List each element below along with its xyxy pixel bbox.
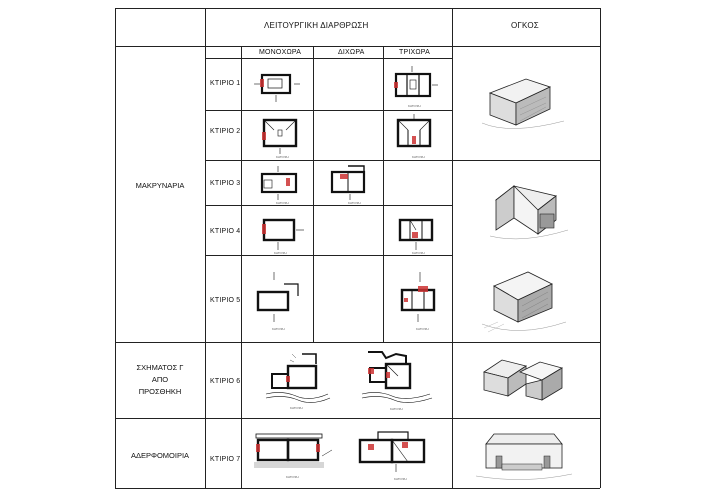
building-label-3: ΚΤΙΡΙΟ 3 bbox=[210, 180, 241, 187]
svg-text:ΚΑΤΟΨΗ: ΚΑΤΟΨΗ bbox=[412, 251, 425, 255]
floor-plan-building-6-mono: ΚΑΤΟΨΗ bbox=[265, 353, 331, 410]
svg-text:ΚΑΤΟΨΗ: ΚΑΤΟΨΗ bbox=[276, 201, 289, 205]
floor-plan-building-2-mono: ΚΑΤΟΨΗ bbox=[262, 118, 298, 159]
building-label-2: ΚΤΙΡΙΟ 2 bbox=[210, 128, 241, 135]
volume-sketch-twin-house bbox=[475, 433, 573, 480]
floor-plan-building-3-mono: ΚΑΤΟΨΗ bbox=[260, 166, 298, 205]
svg-text:ΚΑΤΟΨΗ: ΚΑΤΟΨΗ bbox=[290, 406, 303, 410]
svg-text:ΚΑΤΟΨΗ: ΚΑΤΟΨΗ bbox=[272, 327, 285, 331]
svg-text:ΚΑΤΟΨΗ: ΚΑΤΟΨΗ bbox=[416, 327, 429, 331]
category-gamma-line3: ΠΡΟΣΘΗΚΗ bbox=[138, 387, 182, 396]
volume-header: ΟΓΚΟΣ bbox=[511, 21, 539, 30]
category-makrynaria: ΜΑΚΡΥΝΑΡΙΑ bbox=[135, 181, 185, 190]
floor-plan-building-2-tri: ΚΑΤΟΨΗ bbox=[396, 114, 432, 159]
building-label-4: ΚΤΙΡΙΟ 4 bbox=[210, 228, 241, 235]
svg-text:ΚΑΤΟΨΗ: ΚΑΤΟΨΗ bbox=[348, 201, 361, 205]
category-gamma: ΣΧΗΜΑΤΟΣ Γ ΑΠΟ ΠΡΟΣΘΗΚΗ bbox=[115, 362, 205, 398]
volume-sketch-l-shaped bbox=[483, 359, 564, 401]
svg-text:ΚΑΤΟΨΗ: ΚΑΤΟΨΗ bbox=[412, 155, 425, 159]
volume-sketch-longhouse bbox=[481, 78, 565, 129]
column-header-mono: ΜΟΝΟΧΩΡΑ bbox=[259, 49, 302, 56]
category-gamma-line1: ΣΧΗΜΑΤΟΣ Γ bbox=[136, 363, 184, 372]
svg-text:ΚΑΤΟΨΗ: ΚΑΤΟΨΗ bbox=[286, 475, 299, 479]
floor-plan-building-5-mono: ΚΑΤΟΨΗ bbox=[256, 272, 299, 331]
floor-plan-building-7-mono: ΚΑΤΟΨΗ bbox=[254, 433, 333, 479]
floor-plan-building-3-di: ΚΑΤΟΨΗ bbox=[330, 165, 366, 205]
floor-plan-building-1-tri: ΚΑΤΟΨΗ bbox=[394, 66, 438, 108]
column-header-tri: ΤΡΙΧΩΡΑ bbox=[399, 49, 431, 56]
floor-plan-building-5-tri: ΚΑΤΟΨΗ bbox=[400, 272, 436, 331]
building-label-7: ΚΤΙΡΙΟ 7 bbox=[210, 456, 241, 463]
svg-text:ΚΑΤΟΨΗ: ΚΑΤΟΨΗ bbox=[390, 407, 403, 411]
building-label-6: ΚΤΙΡΙΟ 6 bbox=[210, 378, 241, 385]
svg-text:ΚΑΤΟΨΗ: ΚΑΤΟΨΗ bbox=[274, 251, 287, 255]
floor-plan-building-1-mono bbox=[254, 73, 300, 102]
floor-plan-building-6-tri: ΚΑΤΟΨΗ bbox=[361, 351, 433, 411]
volume-sketch-hipped bbox=[481, 271, 567, 333]
category-gamma-line2: ΑΠΟ bbox=[151, 375, 169, 384]
building-label-1: ΚΤΙΡΙΟ 1 bbox=[210, 80, 241, 87]
floor-plan-building-7-tri: ΚΑΤΟΨΗ bbox=[358, 431, 426, 481]
svg-text:ΚΑΤΟΨΗ: ΚΑΤΟΨΗ bbox=[394, 477, 407, 481]
column-header-di: ΔΙΧΩΡΑ bbox=[338, 49, 365, 56]
volume-sketch-gabled-with-stair bbox=[489, 185, 569, 240]
category-adelfomoiria: ΑΔΕΡΦΟΜΟΙΡΙΑ bbox=[130, 451, 190, 460]
building-label-5: ΚΤΙΡΙΟ 5 bbox=[210, 297, 241, 304]
svg-text:ΚΑΤΟΨΗ: ΚΑΤΟΨΗ bbox=[408, 104, 421, 108]
svg-text:ΚΑΤΟΨΗ: ΚΑΤΟΨΗ bbox=[276, 155, 289, 159]
floor-plan-building-4-mono: ΚΑΤΟΨΗ bbox=[262, 218, 304, 255]
floor-plan-building-4-tri: ΚΑΤΟΨΗ bbox=[398, 218, 434, 255]
functional-structure-header: ΛΕΙΤΟΥΡΓΙΚΗ ΔΙΑΡΘΡΩΣΗ bbox=[264, 21, 369, 30]
